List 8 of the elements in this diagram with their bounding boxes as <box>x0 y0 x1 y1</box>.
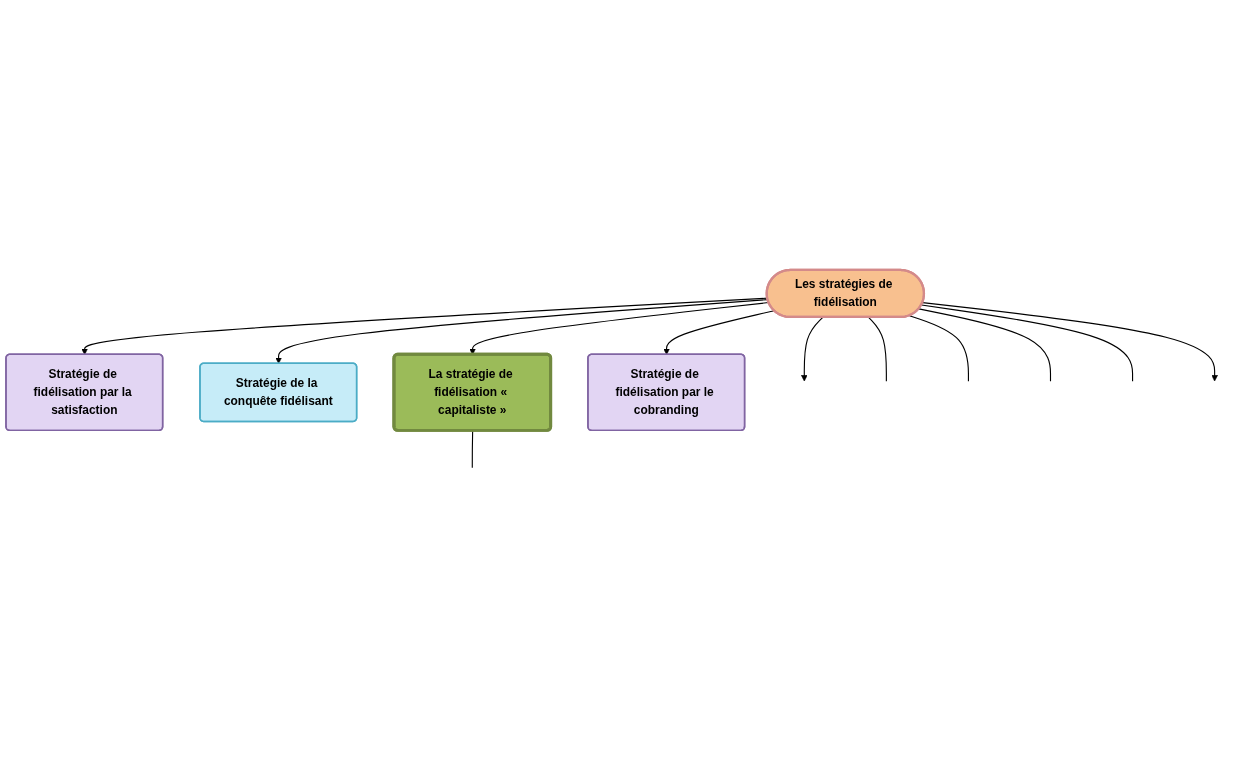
topic-ellipse: Les stratégies de fidélisation <box>765 269 926 319</box>
arrow <box>922 302 1218 382</box>
strategy-box: Stratégie de fidélisation par le cobranding <box>587 354 746 432</box>
arrow <box>801 317 824 382</box>
strategy-box: La stratégie de fidélisation « capitaliste » <box>392 353 553 433</box>
arrow <box>663 310 775 356</box>
strategy-box: Stratégie de la conquête fidélisant <box>199 362 358 423</box>
strategy-box: Stratégie de fidélisation par la satisfaction <box>5 354 164 432</box>
